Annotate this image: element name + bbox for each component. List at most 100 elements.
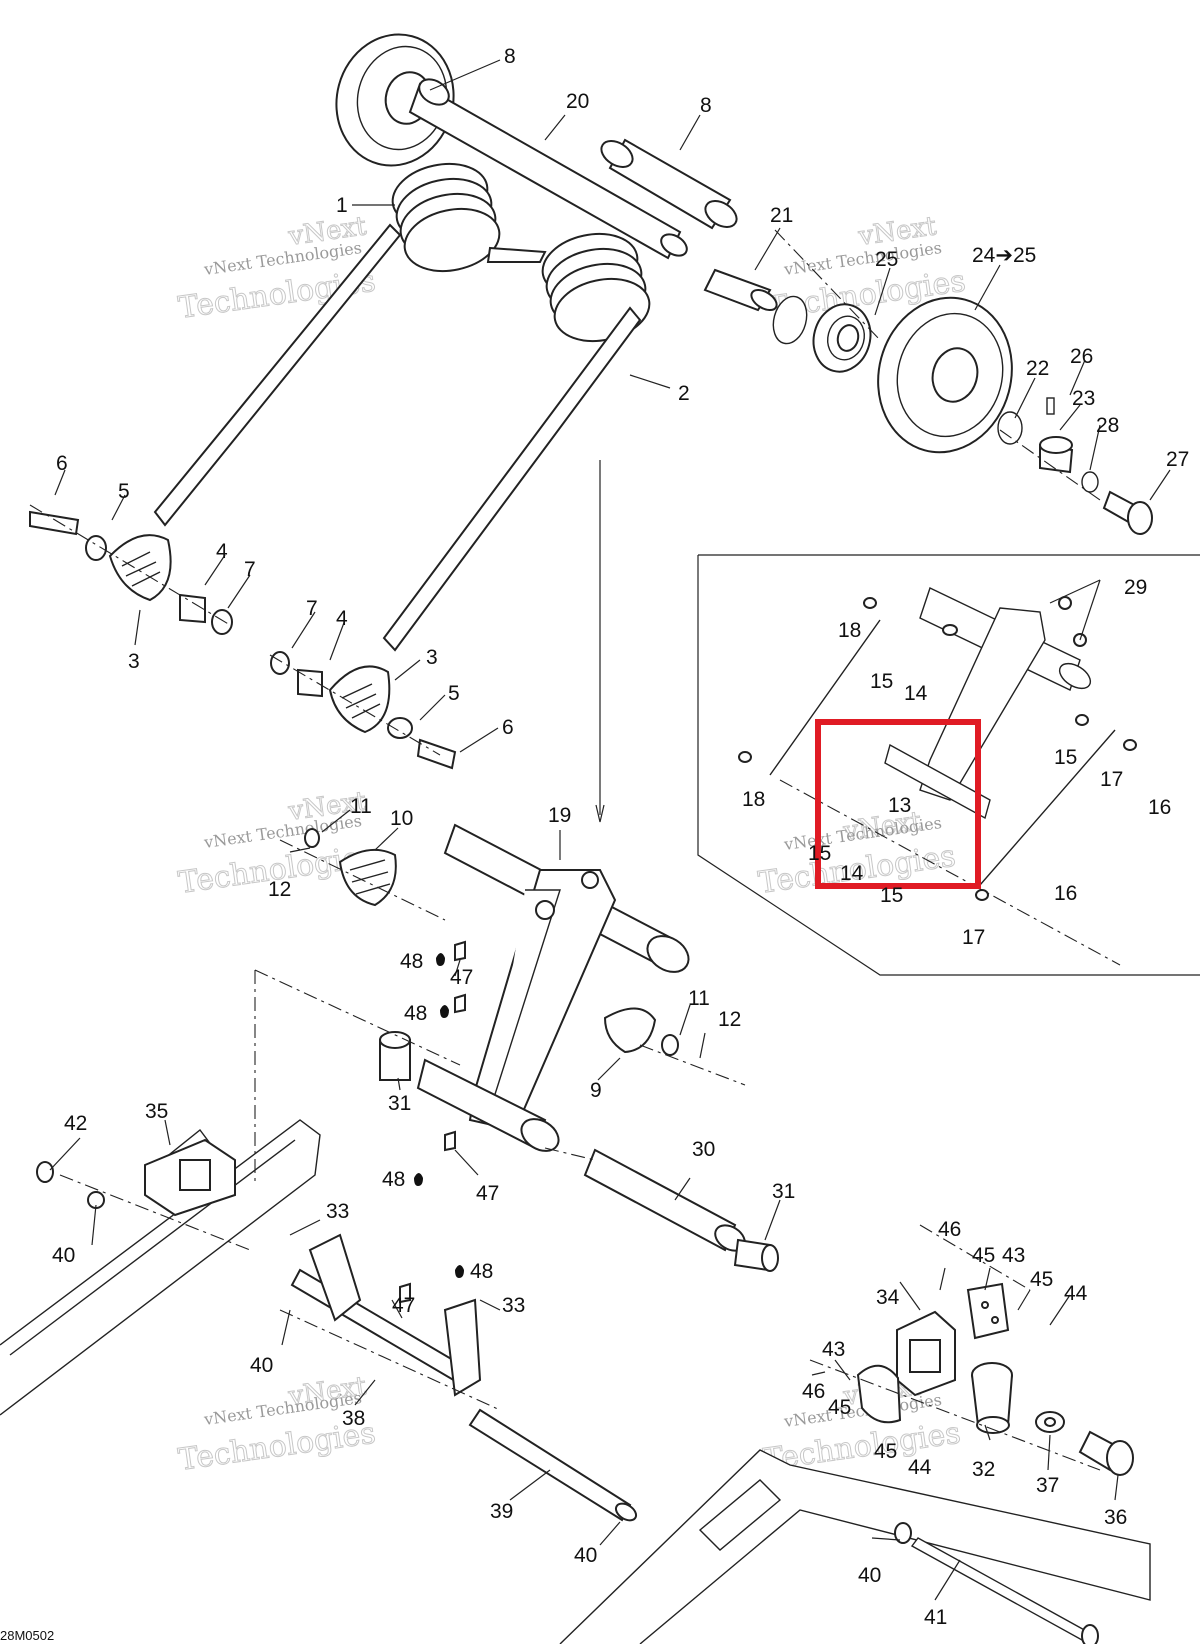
callout-7-right: 7 <box>306 597 318 620</box>
arm-assembly-19 <box>416 823 690 1152</box>
callout-8-tube: 8 <box>700 94 712 117</box>
bushing-31-left <box>379 1031 411 1081</box>
callout-34: 34 <box>876 1286 900 1309</box>
callout-45-a: 45 <box>972 1244 995 1267</box>
callout-8-top: 8 <box>504 45 516 68</box>
grease-drop-icons <box>414 953 464 1278</box>
callout-47-bottom: 47 <box>392 1294 415 1317</box>
callout-4-right: 4 <box>336 607 348 630</box>
spacer-tube <box>600 138 738 230</box>
callout-16-b: 16 <box>1054 882 1077 905</box>
callout-40-mid: 40 <box>250 1354 273 1377</box>
callout-46-lower: 46 <box>802 1380 825 1403</box>
callout-48-mid: 48 <box>404 1002 427 1025</box>
grease-drop-icon <box>455 1265 464 1278</box>
callout-40-right: 40 <box>858 1564 881 1587</box>
callout-33-left: 33 <box>326 1200 349 1223</box>
bracket-43-lower <box>856 1364 902 1424</box>
callout-28: 28 <box>1096 414 1119 437</box>
callout-39: 39 <box>490 1500 513 1523</box>
callout-6-left: 6 <box>56 452 68 475</box>
callout-43-lower: 43 <box>822 1338 845 1361</box>
retaining-ring <box>772 295 808 345</box>
callout-21: 21 <box>770 204 793 227</box>
callout-1: 1 <box>336 194 348 217</box>
callout-18-top: 18 <box>838 619 861 642</box>
callout-2: 2 <box>678 382 690 405</box>
bushing-31-right <box>733 1238 779 1272</box>
callout-7-left: 7 <box>244 558 256 581</box>
watermark-top-left: vNext vNext Technologies Technologies <box>176 211 378 327</box>
callout-5-right: 5 <box>448 682 460 705</box>
callout-3-right: 3 <box>426 646 438 669</box>
washer-37 <box>1035 1411 1065 1433</box>
callout-12-lower: 12 <box>718 1008 741 1031</box>
callout-46-upper: 46 <box>938 1218 961 1241</box>
cam-9 <box>603 1007 679 1056</box>
bushing-21 <box>703 268 778 312</box>
callout-20: 20 <box>566 90 589 113</box>
callout-16-a: 16 <box>1148 796 1171 819</box>
callout-30: 30 <box>692 1138 715 1161</box>
callout-45-b: 45 <box>1030 1268 1053 1291</box>
callout-labels: 8 20 8 1 2 21 25 24➔25 22 26 23 28 27 6 … <box>52 45 1189 1629</box>
callout-15-a: 15 <box>870 670 893 693</box>
bracket-43-upper <box>966 1282 1010 1340</box>
bolt-36 <box>1078 1430 1134 1476</box>
callout-24-25: 24➔25 <box>972 244 1036 267</box>
callout-43-upper: 43 <box>1002 1244 1025 1267</box>
hardware-22-28 <box>997 397 1153 535</box>
callout-32: 32 <box>972 1458 995 1481</box>
callout-48-upper: 48 <box>400 950 423 973</box>
callout-40-bottom: 40 <box>574 1544 597 1567</box>
callout-18-bottom: 18 <box>742 788 765 811</box>
bearing-25 <box>812 303 872 373</box>
callout-15-d: 15 <box>880 884 903 907</box>
callout-4-left: 4 <box>216 540 228 563</box>
callout-11-upper: 11 <box>350 795 372 818</box>
torsion-spring-1 <box>153 163 547 527</box>
callout-35: 35 <box>145 1100 168 1123</box>
right-frame-rail <box>559 1449 1151 1644</box>
callout-40-left: 40 <box>52 1244 75 1267</box>
callout-45-c: 45 <box>828 1396 851 1419</box>
bushing-32 <box>971 1362 1013 1434</box>
callout-leaders <box>49 59 1171 1601</box>
bracket-35 <box>36 1138 236 1217</box>
idler-wheel-left <box>335 33 455 167</box>
callout-31-right: 31 <box>772 1180 795 1203</box>
callout-15-c: 15 <box>808 842 831 865</box>
callout-45-d: 45 <box>874 1440 897 1463</box>
callout-9: 9 <box>590 1079 602 1102</box>
assembly-centerlines <box>29 229 1101 1471</box>
callout-27: 27 <box>1166 448 1189 471</box>
callout-19: 19 <box>548 804 571 827</box>
callout-37: 37 <box>1036 1474 1059 1497</box>
grease-drop-icon <box>440 1005 449 1018</box>
shaft-39 <box>468 1408 638 1522</box>
callout-25: 25 <box>875 248 898 271</box>
callout-23: 23 <box>1072 387 1095 410</box>
callout-26: 26 <box>1070 345 1093 368</box>
inset-panel <box>697 554 1200 976</box>
callout-13: 13 <box>888 794 911 817</box>
grease-drop-icon <box>414 1173 423 1186</box>
callout-48-low: 48 <box>382 1168 405 1191</box>
bracket-34 <box>896 1310 956 1397</box>
bolt-41 <box>894 1522 1099 1644</box>
callout-33-right: 33 <box>502 1294 525 1317</box>
callout-5-left: 5 <box>118 480 130 503</box>
callout-15-b: 15 <box>1054 746 1077 769</box>
cam-10 <box>304 828 397 907</box>
shaft-30 <box>583 1148 746 1252</box>
callout-6-right: 6 <box>502 716 514 739</box>
callout-44-lower: 44 <box>908 1456 932 1479</box>
callout-44-upper: 44 <box>1064 1282 1088 1305</box>
callout-10: 10 <box>390 807 413 830</box>
callout-12-upper: 12 <box>268 878 291 901</box>
callout-38: 38 <box>342 1407 365 1430</box>
callout-14-top: 14 <box>904 682 928 705</box>
idler-wheel-right <box>877 296 1013 454</box>
callout-42: 42 <box>64 1112 87 1135</box>
